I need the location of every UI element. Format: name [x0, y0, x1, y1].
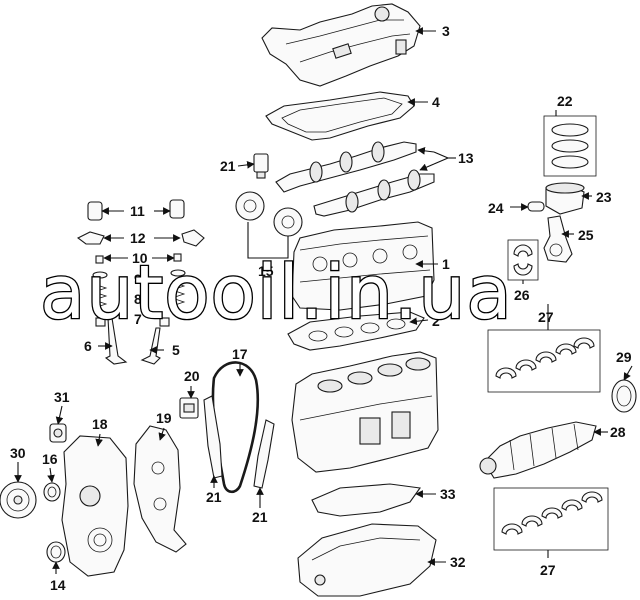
callout-12: 12	[130, 230, 146, 246]
callout-7: 7	[134, 311, 142, 327]
timing-chain-tensioner[interactable]	[179, 397, 199, 419]
callout-21-sensor: 21	[220, 158, 236, 174]
callout-22: 22	[557, 93, 573, 109]
callout-1: 1	[442, 256, 450, 272]
callout-27-upper: 27	[538, 309, 554, 325]
leader-lines	[14, 27, 633, 574]
callout-10: 10	[132, 250, 148, 266]
callout-8: 8	[134, 291, 142, 307]
valve-cover-gasket[interactable]	[265, 91, 415, 141]
callout-23: 23	[596, 189, 612, 205]
callout-27-lower: 27	[540, 562, 556, 578]
callout-28: 28	[610, 424, 626, 440]
rod-bearings[interactable]	[507, 239, 539, 281]
piston-pin[interactable]	[527, 201, 545, 212]
callout-21-guide-left: 21	[206, 489, 222, 505]
callout-4: 4	[432, 94, 440, 110]
callout-20: 20	[184, 368, 200, 384]
callout-16: 16	[42, 451, 58, 467]
callout-6: 6	[84, 338, 92, 354]
oil-pressure-sensor[interactable]	[49, 423, 67, 443]
callout-14: 14	[50, 577, 66, 593]
valve-cover[interactable]	[261, 3, 421, 87]
cam-position-sensor[interactable]	[253, 153, 269, 179]
connecting-rod[interactable]	[543, 215, 573, 263]
callout-11: 11	[130, 203, 145, 219]
cam-phasers[interactable]	[235, 191, 303, 237]
callout-19: 19	[156, 410, 172, 426]
callout-24: 24	[488, 200, 504, 216]
camshafts[interactable]	[275, 141, 435, 217]
rear-main-seal[interactable]	[611, 379, 637, 413]
oil-pan[interactable]	[297, 523, 437, 597]
valve-springs[interactable]	[92, 281, 186, 309]
watermark-text: autooil.in.ua	[40, 250, 513, 336]
timing-cover-inner[interactable]	[133, 425, 187, 553]
callout-30: 30	[10, 445, 26, 461]
callout-29: 29	[616, 349, 632, 365]
callout-15: 15	[258, 263, 274, 279]
callout-33: 33	[440, 486, 456, 502]
callout-2: 2	[432, 313, 440, 329]
callout-3: 3	[442, 23, 450, 39]
timing-cover-front[interactable]	[61, 435, 129, 577]
callout-32: 32	[450, 554, 466, 570]
engine-block[interactable]	[291, 351, 439, 473]
callout-5: 5	[172, 342, 180, 358]
front-crank-seal[interactable]	[46, 541, 66, 563]
callout-9: 9	[134, 271, 142, 287]
crankshaft[interactable]	[479, 421, 597, 479]
callout-13: 13	[458, 150, 474, 166]
valve-seals[interactable]	[95, 317, 170, 327]
cylinder-head[interactable]	[291, 221, 435, 311]
head-gasket[interactable]	[287, 311, 425, 351]
callout-18: 18	[92, 416, 108, 432]
callout-31: 31	[54, 389, 70, 405]
oil-pan-baffle[interactable]	[311, 483, 421, 517]
callout-17: 17	[232, 346, 248, 362]
rocker-arms[interactable]	[76, 229, 205, 247]
callout-21-guide-right: 21	[252, 509, 268, 525]
valve-spring-retainers[interactable]	[92, 269, 186, 279]
timing-chain-guides[interactable]	[203, 395, 275, 489]
piston-rings[interactable]	[543, 115, 597, 177]
callout-labels: 3 4 13 21 15 1 2 22 23 24 25 26 27 29 28…	[10, 23, 632, 593]
main-bearings-lower[interactable]	[493, 487, 609, 551]
callout-26: 26	[514, 287, 530, 303]
crankshaft-pulley[interactable]	[0, 481, 37, 519]
piston[interactable]	[545, 182, 585, 215]
callout-25: 25	[578, 227, 594, 243]
valves[interactable]	[104, 317, 161, 365]
camshaft-seal[interactable]	[43, 482, 61, 502]
main-bearings-upper[interactable]	[487, 329, 601, 393]
